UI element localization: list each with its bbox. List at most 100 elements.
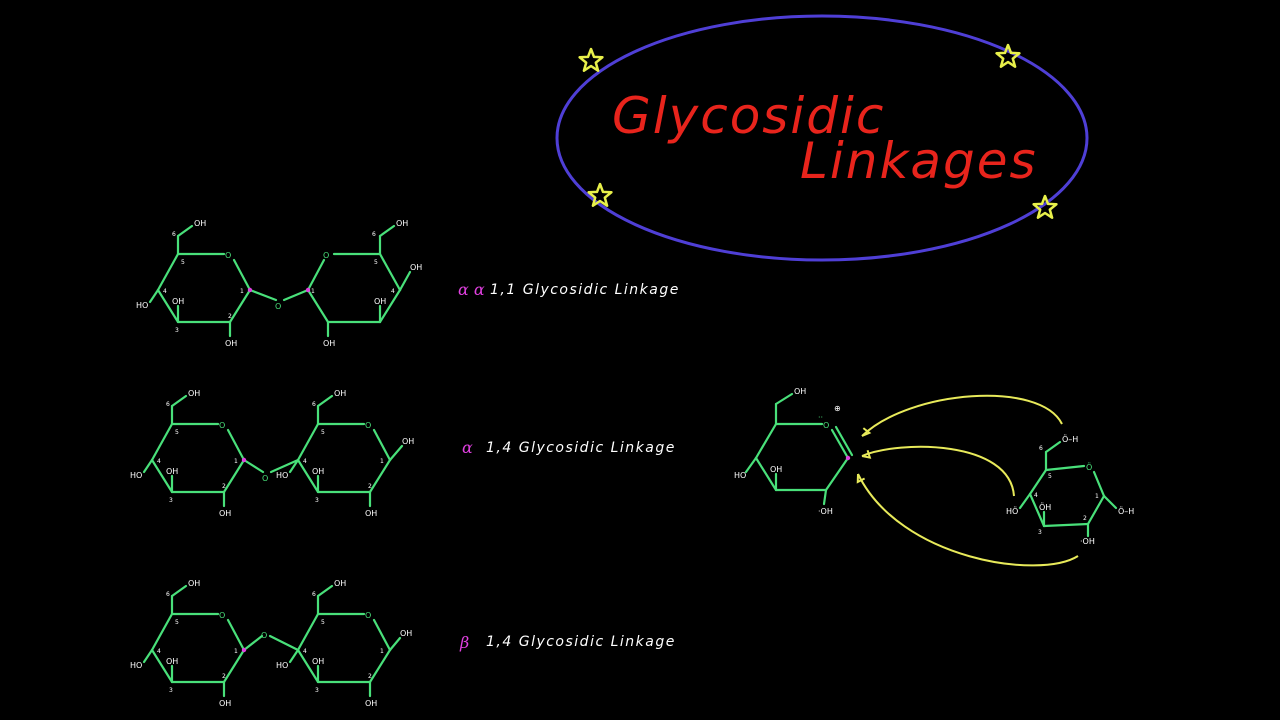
carbon-number-5: 5 (1048, 473, 1052, 480)
c2-hydroxyl-label: ·OH (818, 507, 833, 516)
linkage-3-greek: β (459, 633, 469, 652)
c3-hydroxyl-label: OH (312, 657, 324, 666)
bond (372, 618, 392, 652)
bond (176, 224, 194, 238)
c6-hydroxyl-label: OH (396, 219, 408, 228)
bridge-oxygen-label: O (261, 631, 267, 640)
bond (368, 458, 392, 494)
linkage-1-caption: 1,1 Glycosidic Linkage (490, 282, 680, 298)
glycosidic-bond (282, 288, 310, 302)
c2-hydroxyl-label: OH (365, 699, 377, 708)
star-icon (578, 47, 604, 72)
carbon-number-1: 1 (1095, 493, 1099, 500)
bond (150, 648, 174, 684)
carbon-number-5: 5 (321, 619, 325, 626)
bond (150, 422, 174, 462)
carbon-number-1: 1 (380, 458, 384, 465)
linkage-caption-3: β 1,4 Glycosidic Linkage (459, 633, 676, 652)
ring-oxygen-label: O (365, 611, 371, 620)
bond (296, 612, 320, 652)
c2-hydroxyl-label: OH (365, 509, 377, 518)
carbon-number-1: 1 (234, 648, 238, 655)
bond (1042, 522, 1090, 528)
carbon-number-6: 6 (166, 401, 170, 408)
carbon-number-2: 2 (228, 313, 232, 320)
star-icon (587, 182, 613, 207)
carbon-number-5: 5 (374, 259, 378, 266)
c3-hydroxyl-label: OH (312, 467, 324, 476)
curved-arrow (861, 445, 1015, 497)
carbon-number-4: 4 (157, 648, 161, 655)
c3-hydroxyl-label: OH (166, 467, 178, 476)
carbon-number-2: 2 (1083, 515, 1087, 522)
carbon-number-6: 6 (372, 231, 376, 238)
bond (288, 458, 300, 474)
curved-arrow (861, 394, 1063, 437)
bond (378, 252, 402, 292)
carbon-number-6: 6 (312, 591, 316, 598)
c4-hydroxyl-label: HO (136, 301, 148, 310)
bond (316, 584, 334, 598)
c1-hydroxyl-label: OH (400, 629, 412, 638)
c2-hydroxyl-label: OH (323, 339, 335, 348)
linkage-1-greek: α α (458, 280, 485, 299)
c2-hydroxyl-label: ·OH (1080, 537, 1095, 546)
c1-hydroxyl-label: OH (402, 437, 414, 446)
bond (288, 648, 300, 664)
bond (1028, 468, 1048, 496)
arrow-head (856, 473, 866, 484)
carbon-number-6: 6 (1039, 445, 1043, 452)
ring-oxygen-label: O (365, 421, 371, 430)
c2-hydroxyl-label: OH (219, 509, 231, 518)
bond (306, 288, 330, 324)
carbon-number-1: 1 (234, 458, 238, 465)
bond (774, 392, 794, 406)
bond (222, 648, 246, 684)
star-decorations (578, 43, 1058, 219)
c6-hydroxyl-label: OH (334, 389, 346, 398)
bond (232, 258, 252, 292)
c2-hydroxyl-label: OH (225, 339, 237, 348)
c6-hydroxyl-label: OH (794, 387, 806, 396)
title-ellipse (555, 14, 1089, 262)
bond (378, 288, 402, 324)
bond (822, 488, 828, 506)
carbon-number-3: 3 (175, 327, 179, 334)
carbon-number-2: 2 (368, 673, 372, 680)
bond (368, 648, 392, 684)
carbon-number-1: 1 (380, 648, 384, 655)
c4-hydroxyl-label: OH (410, 263, 422, 272)
bond (222, 458, 246, 494)
bond (226, 428, 246, 462)
c6-hydroxyl-label: OH (334, 579, 346, 588)
carbon-number-3: 3 (315, 687, 319, 694)
carbon-number-2: 2 (368, 483, 372, 490)
carbon-number-6: 6 (172, 231, 176, 238)
bond (316, 394, 334, 408)
bond (398, 270, 412, 292)
c3-hydroxyl-label: OH (172, 297, 184, 306)
bond (306, 258, 326, 292)
glycosidic-bond (242, 458, 265, 474)
c4-hydroxyl-label: HO (130, 471, 142, 480)
bond (1044, 464, 1086, 472)
bond (228, 288, 252, 324)
bond (170, 584, 188, 598)
positive-charge: ⊕ (834, 404, 841, 413)
ring-oxygen-label: O (323, 251, 329, 260)
carbon-number-3: 3 (1038, 529, 1042, 536)
carbon-number-3: 3 (315, 497, 319, 504)
bond (1102, 494, 1118, 510)
bond (1018, 492, 1032, 510)
title-ellipse-group: Glycosidic Linkages (555, 14, 1089, 262)
anomeric-carbon-dot (247, 287, 253, 293)
linkage-3-caption: 1,4 Glycosidic Linkage (486, 634, 676, 650)
c3-hydroxyl-label: OH (770, 465, 782, 474)
